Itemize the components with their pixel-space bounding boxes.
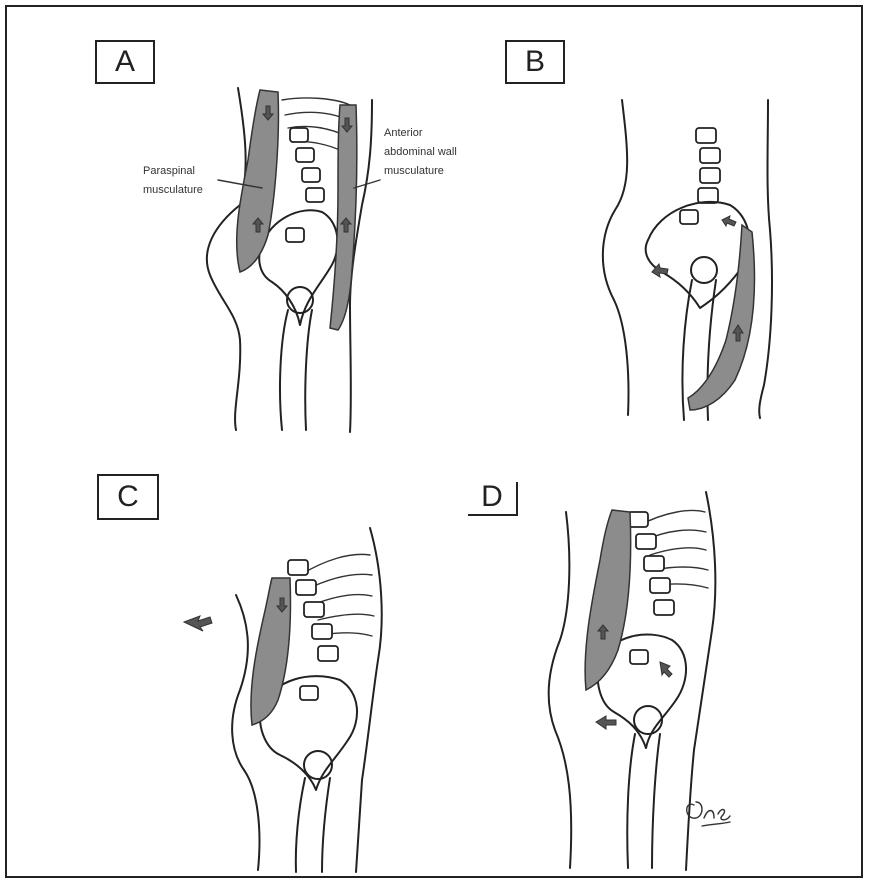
panel-d-arrow-2 xyxy=(660,662,672,677)
anterior-wall-annotation-line-2: abdominal wall xyxy=(384,143,457,162)
panel-b-vertebra-5 xyxy=(680,210,698,224)
panel-c-vertebra-1 xyxy=(288,560,308,575)
panel-c-front-outline xyxy=(356,528,382,872)
panel-c-label: C xyxy=(97,474,159,520)
panel-d-paraspinal-muscle xyxy=(585,510,631,690)
panel-a-vertebra-5 xyxy=(286,228,304,242)
signature-stroke xyxy=(687,802,730,826)
panel-b-vertebra-1 xyxy=(696,128,716,143)
panel-d-vertebra-5 xyxy=(654,600,674,615)
panel-c-femoral-head xyxy=(304,751,332,779)
panel-b-vertebra-4 xyxy=(698,188,718,203)
panel-c-back-outline xyxy=(232,595,259,870)
panel-d-femoral-head xyxy=(634,706,662,734)
panel-d-vertebra-2 xyxy=(636,534,656,549)
panel-d-arrow-3 xyxy=(596,716,616,729)
panel-b-hip-flexor-muscle xyxy=(688,225,755,410)
panel-a-abdominal-muscle xyxy=(330,105,357,330)
panel-a-drawing xyxy=(207,88,380,432)
panel-c-vertebra-2 xyxy=(296,580,316,595)
panel-d-back-outline xyxy=(549,512,572,868)
paraspinal-annotation: Paraspinal musculature xyxy=(143,162,203,200)
panel-a-vertebra-1 xyxy=(290,128,308,142)
artist-signature xyxy=(687,802,730,826)
panel-d-vertebra-6 xyxy=(630,650,648,664)
paraspinal-annotation-line-2: musculature xyxy=(143,181,203,200)
panel-c-drawing xyxy=(184,528,382,872)
panel-c-vertebra-3 xyxy=(304,602,324,617)
panel-a-vertebra-3 xyxy=(302,168,320,182)
panel-d-drawing xyxy=(549,492,716,870)
anterior-wall-annotation-line-3: musculature xyxy=(384,162,457,181)
panel-b-vertebra-3 xyxy=(700,168,720,183)
panel-d-vertebra-4 xyxy=(650,578,670,593)
panel-b-femoral-head xyxy=(691,257,717,283)
anterior-wall-annotation-line-1: Anterior xyxy=(384,124,457,143)
panel-c-paraspinal-muscle xyxy=(251,578,291,725)
panel-b-drawing xyxy=(603,100,772,420)
panel-c-vertebra-4 xyxy=(312,624,332,639)
panel-b-front-outline xyxy=(759,100,772,418)
panel-b-back-outline xyxy=(603,100,629,415)
panel-d-vertebra-3 xyxy=(644,556,664,571)
panel-a-vertebra-2 xyxy=(296,148,314,162)
panel-a-femur xyxy=(280,310,312,430)
panel-b-label: B xyxy=(505,40,565,84)
panel-b-vertebra-2 xyxy=(700,148,720,163)
paraspinal-annotation-line-1: Paraspinal xyxy=(143,162,203,181)
panel-b-arrow-1 xyxy=(722,216,736,226)
panel-a-label: A xyxy=(95,40,155,84)
panel-c-vertebra-5 xyxy=(318,646,338,661)
anterior-wall-annotation: Anterior abdominal wall musculature xyxy=(384,124,457,181)
panel-c-femur xyxy=(296,778,330,872)
panel-d-femur xyxy=(627,734,660,868)
panel-d-label: D xyxy=(468,482,518,516)
panel-c-vertebra-6 xyxy=(300,686,318,700)
panel-c-arrow-2 xyxy=(184,616,212,631)
panel-a-vertebra-4 xyxy=(306,188,324,202)
